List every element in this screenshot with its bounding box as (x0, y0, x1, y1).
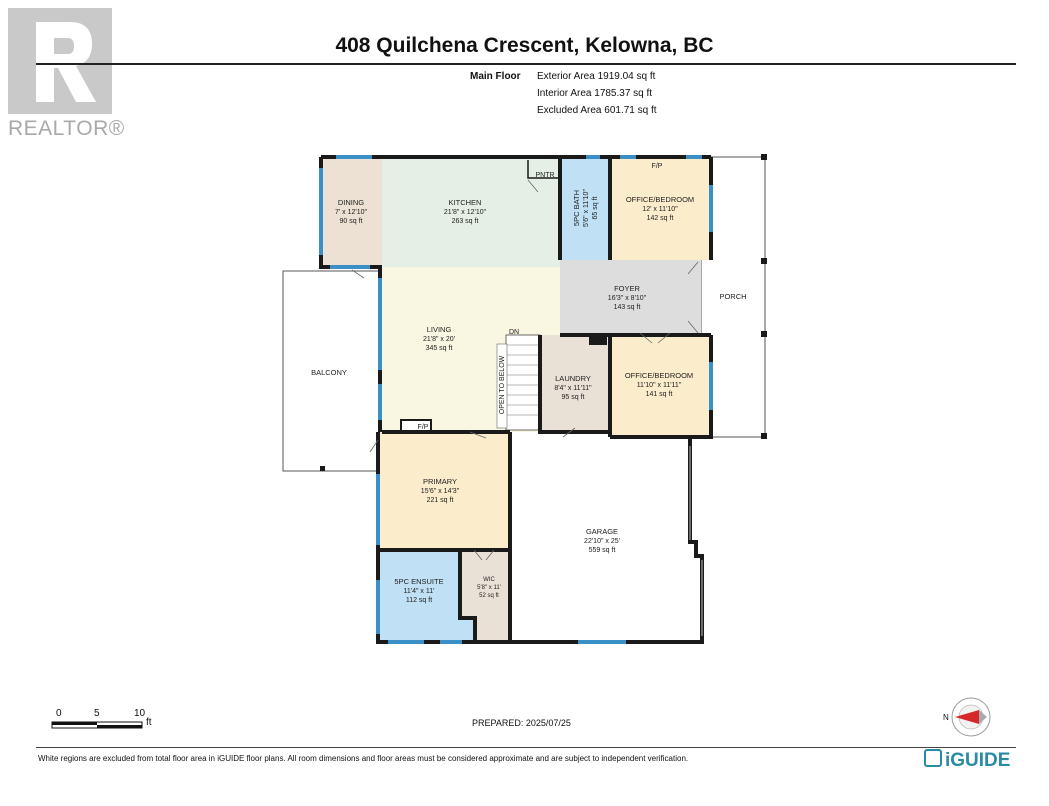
garage-name: GARAGE (586, 527, 618, 536)
kitchen-area: 263 sq ft (452, 218, 479, 225)
scale-tick-0: 0 (56, 708, 62, 719)
realtor-r-icon (36, 22, 96, 102)
primary-area: 221 sq ft (427, 497, 454, 504)
office-bottom-dims: 11'10" x 11'11" (637, 382, 682, 389)
dining-name: DINING (338, 198, 364, 207)
porch-name: PORCH (719, 292, 746, 301)
disclaimer: White regions are excluded from total fl… (38, 754, 689, 763)
office-bottom-area: 141 sq ft (646, 391, 673, 398)
garage-room (510, 437, 702, 642)
foyer-room (560, 260, 701, 335)
living-area: 345 sq ft (426, 345, 453, 352)
iguide-mark-icon (924, 749, 942, 767)
bath-room (560, 157, 610, 260)
foyer-dims: 16'3" x 8'10" (608, 295, 647, 302)
fp-top-label: F/P (652, 163, 663, 170)
pantry-name: PNTR (535, 172, 554, 179)
wic-name: WIC (483, 577, 495, 583)
fp-living-label: F/P (418, 424, 429, 431)
wic-dims: 5'8" x 11' (477, 585, 501, 591)
bath-name: 5PC BATH (572, 190, 581, 226)
kitchen-name: KITCHEN (449, 198, 482, 207)
primary-name: PRIMARY (423, 477, 457, 486)
ensuite-room (380, 550, 475, 642)
ensuite-area: 112 sq ft (406, 597, 432, 604)
iguide-logo: iGUIDE (924, 749, 1010, 772)
dining-area: 90 sq ft (340, 218, 363, 225)
foyer-area: 143 sq ft (614, 304, 641, 311)
room-labels: DINING 7' x 12'10" 90 sq ft KITCHEN 21'8… (311, 163, 746, 604)
living-name: LIVING (427, 325, 452, 334)
iguide-wordmark: iGUIDE (945, 750, 1011, 771)
open-below-label: OPEN TO BELOW (499, 355, 506, 414)
foyer-name: FOYER (614, 284, 640, 293)
wic-area: 52 sq ft (479, 593, 499, 599)
compass-icon (951, 697, 991, 737)
office-top-area: 142 sq ft (647, 215, 674, 222)
windows (319, 155, 713, 644)
living-dims: 21'8" x 20' (423, 336, 455, 343)
foyer-closet-block (589, 336, 607, 345)
scale-unit: ft (146, 717, 152, 728)
prepared-date: PREPARED: 2025/07/25 (472, 718, 571, 728)
bath-area: 65 sq ft (592, 196, 599, 219)
header-divider (36, 63, 1016, 65)
ensuite-dims: 11'4" x 11' (404, 588, 435, 595)
dining-dims: 7' x 12'10" (335, 209, 368, 216)
dn-label: DN (509, 329, 519, 336)
dining-room (321, 157, 382, 267)
doors (351, 179, 699, 561)
laundry-name: LAUNDRY (555, 374, 591, 383)
laundry-room (540, 335, 610, 432)
balcony-name: BALCONY (311, 368, 347, 377)
excluded-area: Excluded Area 601.71 sq ft (537, 105, 657, 116)
office-bottom-name: OFFICE/BEDROOM (625, 371, 693, 380)
primary-dims: 15'6" x 14'3" (421, 488, 460, 495)
office-top-dims: 12' x 11'10" (642, 206, 678, 213)
garage-dims: 22'10" x 25' (584, 538, 620, 545)
porch-posts (320, 154, 767, 471)
realtor-wordmark: REALTOR® (8, 117, 125, 140)
realtor-logo (8, 8, 112, 114)
page-title: 408 Quilchena Crescent, Kelowna, BC (335, 34, 714, 57)
scale-tick-5: 5 (94, 708, 100, 719)
footer-divider (36, 747, 1016, 748)
kitchen-dims: 21'8" x 12'10" (444, 209, 487, 216)
exterior-area: Exterior Area 1919.04 sq ft (537, 71, 656, 82)
ensuite-name: 5PC ENSUITE (394, 577, 443, 586)
interior-area: Interior Area 1785.37 sq ft (537, 88, 653, 99)
compass-label: N (943, 713, 949, 722)
office-top-room (610, 157, 711, 260)
floor-name: Main Floor (470, 71, 521, 82)
kitchen-room (382, 157, 560, 267)
scale-tick-10: 10 (134, 708, 146, 719)
scale-bar (51, 721, 143, 729)
bath-dims: 5'6" x 11'10" (583, 189, 590, 227)
laundry-area: 95 sq ft (562, 394, 585, 401)
office-bottom-room (610, 335, 711, 435)
primary-room (380, 432, 510, 550)
wic-room (460, 550, 510, 642)
office-top-name: OFFICE/BEDROOM (626, 195, 694, 204)
laundry-dims: 8'4" x 11'11" (554, 385, 592, 392)
bath-label-group: 5PC BATH 5'6" x 11'10" 65 sq ft (572, 189, 599, 227)
garage-area: 559 sq ft (589, 547, 616, 554)
balcony-area (282, 270, 381, 472)
